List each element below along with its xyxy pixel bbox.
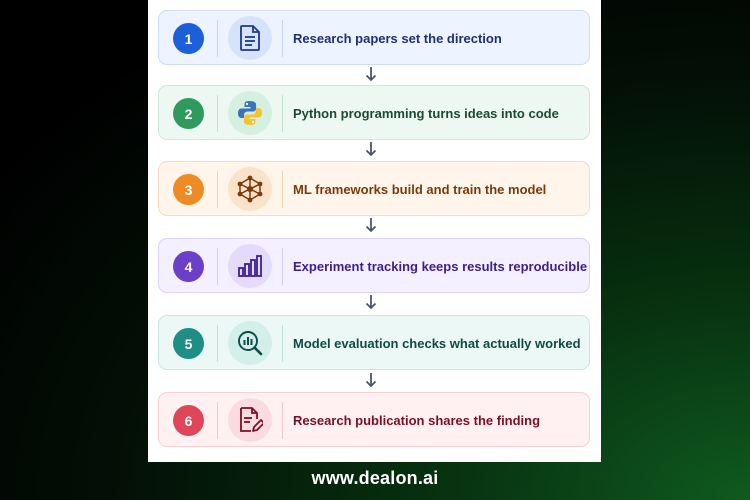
down-arrow-icon <box>365 142 377 157</box>
magnifier-chart-icon <box>228 321 272 365</box>
step-card-6: 6 Research publication shares the findin… <box>158 392 590 447</box>
step-card-1: 1 Research papers set the direction <box>158 10 590 65</box>
divider <box>217 20 218 57</box>
down-arrow-icon <box>365 67 377 82</box>
step-label: Python programming turns ideas into code <box>293 106 559 121</box>
down-arrow-icon <box>365 295 377 310</box>
down-arrow-icon <box>365 218 377 233</box>
divider <box>217 171 218 208</box>
divider <box>282 325 283 362</box>
divider <box>217 248 218 285</box>
divider <box>217 325 218 362</box>
python-icon <box>228 91 272 135</box>
step-label: Model evaluation checks what actually wo… <box>293 336 581 351</box>
down-arrow-icon <box>365 373 377 388</box>
step-label: Research papers set the direction <box>293 31 502 46</box>
network-icon <box>228 167 272 211</box>
bar-chart-icon <box>228 244 272 288</box>
step-card-4: 4 Experiment tracking keeps results repr… <box>158 238 590 293</box>
footer-url: www.dealon.ai <box>311 468 439 488</box>
divider <box>282 20 283 57</box>
step-number-badge: 2 <box>173 98 204 129</box>
step-card-5: 5 Model evaluation checks what actually … <box>158 315 590 370</box>
step-number-badge: 3 <box>173 174 204 205</box>
divider <box>282 402 283 439</box>
edit-document-icon <box>228 398 272 442</box>
divider <box>282 171 283 208</box>
step-number-badge: 5 <box>173 328 204 359</box>
divider <box>282 95 283 132</box>
document-icon <box>228 16 272 60</box>
step-card-3: 3 ML frameworks build and train the mo <box>158 161 590 216</box>
step-card-2: 2 Python programming turns ideas into co… <box>158 85 590 140</box>
flow-panel: 1 Research papers set the direction 2 <box>148 0 601 462</box>
step-label: ML frameworks build and train the model <box>293 182 547 197</box>
step-number-badge: 1 <box>173 23 204 54</box>
step-number-badge: 6 <box>173 405 204 436</box>
divider <box>217 402 218 439</box>
step-label: Experiment tracking keeps results reprod… <box>293 259 588 274</box>
step-label: Research publication shares the finding <box>293 413 541 428</box>
step-number-badge: 4 <box>173 251 204 282</box>
divider <box>282 248 283 285</box>
divider <box>217 95 218 132</box>
